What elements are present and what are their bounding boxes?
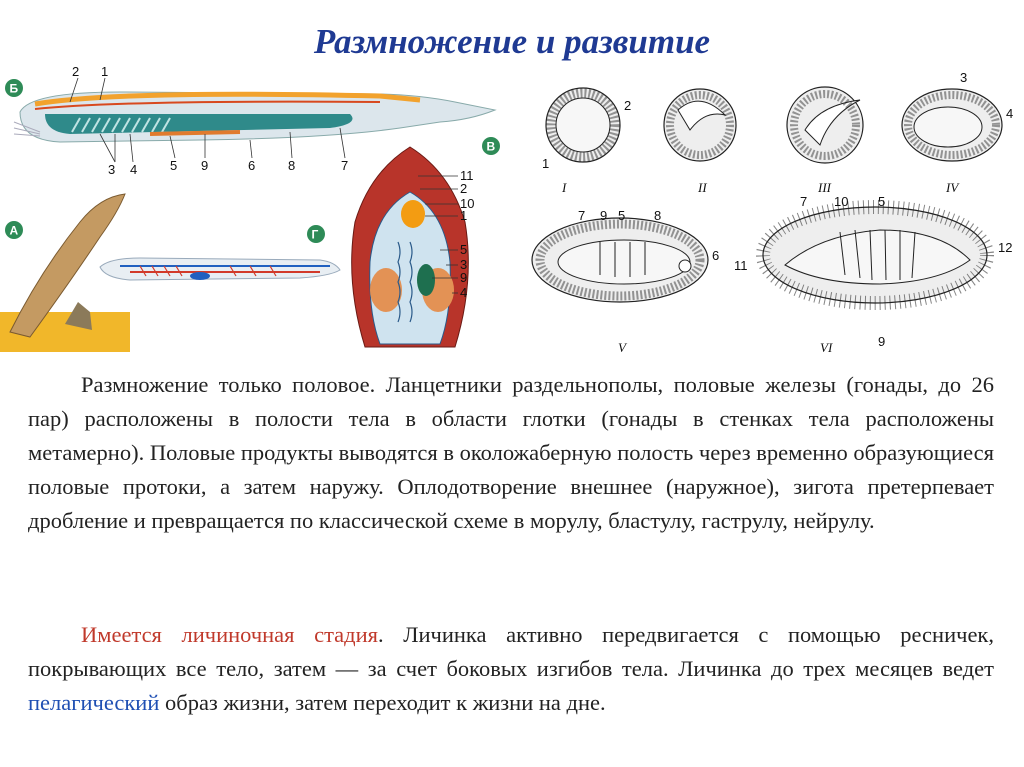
stage-label: V <box>618 340 628 355</box>
panel-label-b: Б <box>10 82 19 96</box>
lancelet-number: 4 <box>130 162 137 177</box>
lancelet-in-sand <box>0 193 130 352</box>
paragraph-2-text: . Личинка активно передвигается с помощь… <box>28 622 994 681</box>
embryo-number: 10 <box>834 194 848 209</box>
stage-4-neurula <box>901 88 1003 162</box>
panel-label-a: А <box>10 224 19 238</box>
panel-label-g: Г <box>312 228 319 242</box>
embryo-number: 3 <box>960 70 967 85</box>
cross-section <box>351 146 469 348</box>
body-paragraph-1: Размножение только половое. Ланцетники р… <box>28 372 994 533</box>
embryo-number: 11 <box>734 258 748 273</box>
section-number: 10 <box>460 196 474 211</box>
slide-title: Размножение и развитие <box>313 22 711 61</box>
stage-3-gastrula <box>786 86 864 164</box>
stage-label: I <box>561 180 567 195</box>
body-paragraph-2: Имеется личиночная стадия. Личинка актив… <box>28 618 994 720</box>
paragraph-2-end: образ жизни, затем переходит к жизни на … <box>159 690 606 715</box>
embryo-number: 8 <box>654 208 661 223</box>
section-number: 2 <box>460 181 467 196</box>
section-number: 1 <box>460 208 467 223</box>
embryo-stages-figure: 2 1 I II III 3 4 IV 7 9 5 8 6 V <box>531 70 1013 355</box>
lancelet-number: 2 <box>72 64 79 79</box>
pelagic-term: пелагический <box>28 690 160 715</box>
stage-2-gastrula <box>663 88 737 162</box>
section-number: 11 <box>460 168 474 183</box>
lancelet-number: 6 <box>248 158 255 173</box>
lancelet-number: 8 <box>288 158 295 173</box>
lancelet-number: 9 <box>201 158 208 173</box>
lancelet-number: 5 <box>170 158 177 173</box>
lancelet-number: 1 <box>101 64 108 79</box>
section-number: 3 <box>460 257 467 272</box>
lancelet-number: 3 <box>108 162 115 177</box>
embryo-number: 6 <box>712 248 719 263</box>
section-number: 5 <box>460 242 467 257</box>
stage-5-neurula-long <box>531 217 709 303</box>
embryo-number: 9 <box>878 334 885 349</box>
stage-label: VI <box>820 340 833 355</box>
panel-label-v: В <box>487 140 496 154</box>
circulatory-scheme <box>99 257 341 281</box>
embryo-number: 5 <box>618 208 625 223</box>
lancelet-side-view <box>13 91 497 143</box>
stage-label: II <box>697 180 707 195</box>
section-number: 4 <box>460 285 467 300</box>
embryo-number: 4 <box>1006 106 1013 121</box>
lancelet-number: 7 <box>341 158 348 173</box>
lancelet-anatomy-figure: Б 2 1 3 4 5 9 6 8 7 А Г <box>0 64 500 352</box>
embryo-number: 7 <box>578 208 585 223</box>
embryo-number: 9 <box>600 208 607 223</box>
section-number: 9 <box>460 270 467 285</box>
stage-1-blastula <box>545 87 621 163</box>
larval-stage-highlight: Имеется личиночная стадия <box>81 622 379 647</box>
stage-label: IV <box>945 180 960 195</box>
embryo-number: 7 <box>800 194 807 209</box>
embryo-number: 5 <box>878 194 885 209</box>
stage-6-larva <box>756 200 994 310</box>
embryo-number: 1 <box>542 156 549 171</box>
embryo-number: 12 <box>998 240 1012 255</box>
stage-label: III <box>817 180 832 195</box>
embryo-number: 2 <box>624 98 631 113</box>
